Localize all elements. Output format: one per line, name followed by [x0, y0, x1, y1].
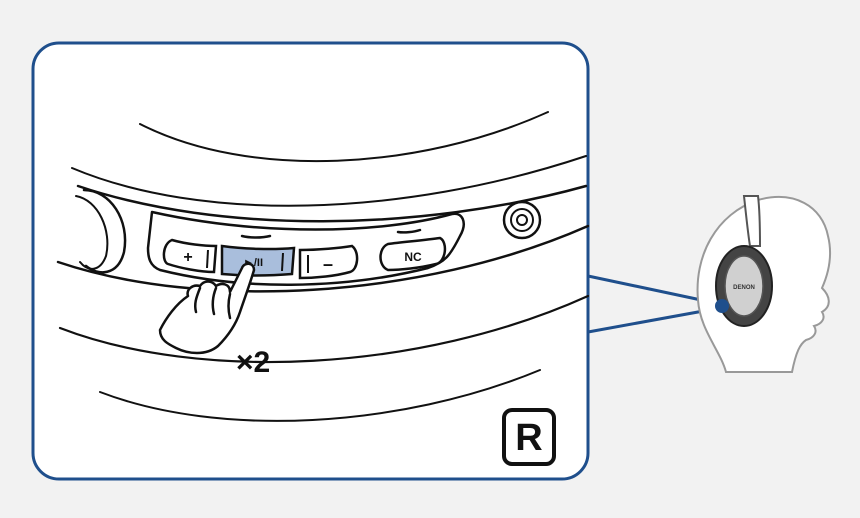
play-pause-button[interactable]: ►/II	[220, 244, 296, 277]
press-count-label: ×2	[236, 346, 270, 379]
right-side-badge-icon: R	[502, 408, 556, 466]
callout-dot	[715, 299, 729, 313]
minus-button[interactable]: –	[298, 244, 359, 280]
plus-button-label: +	[183, 249, 192, 266]
headphone-brand-label: DENON	[733, 285, 755, 291]
plus-button[interactable]: +	[162, 238, 218, 274]
left-knob-inner	[75, 195, 109, 270]
hand-pointer-icon	[158, 262, 256, 355]
earcup-lower-arc	[58, 294, 590, 364]
nc-indicator	[396, 228, 422, 234]
detail-artwork	[56, 111, 590, 422]
minus-button-label: –	[323, 254, 333, 274]
earcup-upper-arc	[139, 111, 549, 163]
nc-button[interactable]: NC	[379, 236, 447, 272]
audio-jack-port	[502, 200, 542, 240]
button-panel	[146, 210, 465, 286]
left-knob-outline	[82, 188, 127, 274]
housing-band-bottom	[56, 224, 590, 293]
ear-cup-face	[724, 255, 764, 317]
earcup-mid-arc	[71, 155, 587, 207]
nc-button-label: NC	[404, 250, 422, 264]
play-indicator	[240, 234, 272, 239]
earcup-bottom-arc	[99, 369, 541, 422]
side-badge-label: R	[515, 417, 542, 459]
head-illustration: DENON	[696, 195, 831, 373]
headband	[742, 195, 762, 247]
